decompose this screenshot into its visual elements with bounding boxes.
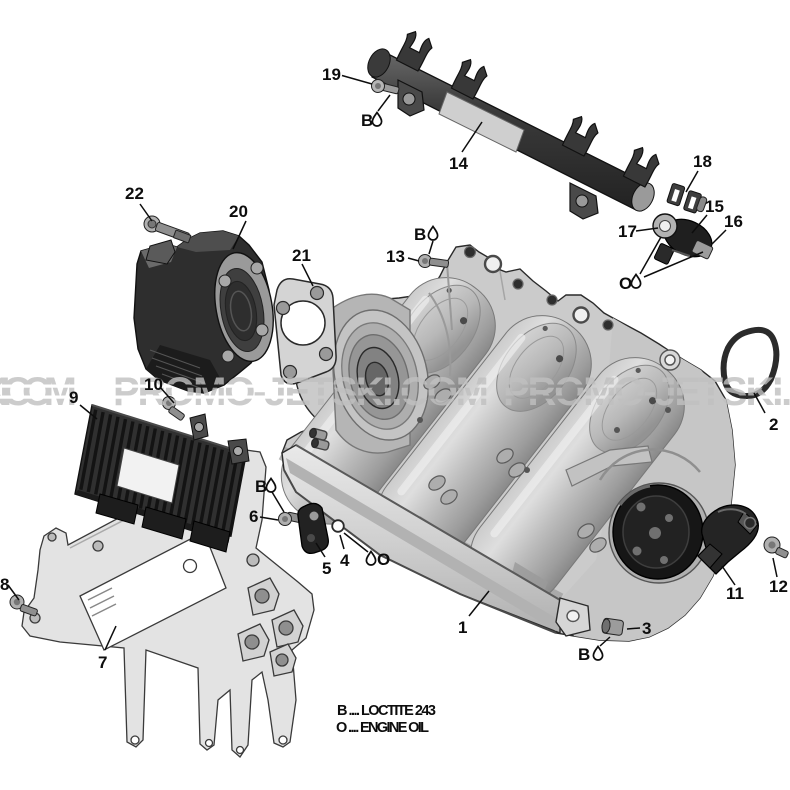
svg-text:12: 12 bbox=[769, 577, 788, 596]
svg-text:3: 3 bbox=[642, 619, 651, 638]
svg-text:B .... LOCTITE 243: B .... LOCTITE 243 bbox=[337, 703, 436, 719]
svg-text:5: 5 bbox=[322, 559, 331, 578]
svg-text:15: 15 bbox=[705, 197, 724, 216]
svg-text:B: B bbox=[414, 225, 426, 244]
svg-text:11: 11 bbox=[726, 584, 744, 603]
svg-text:PROMO-JETSKI.COM: PROMO-JETSKI.COM bbox=[503, 370, 790, 414]
svg-text:13: 13 bbox=[386, 247, 405, 266]
svg-text:9: 9 bbox=[69, 388, 78, 407]
svg-text:B: B bbox=[578, 645, 590, 664]
svg-text:14: 14 bbox=[449, 154, 468, 173]
svg-text:4: 4 bbox=[340, 551, 350, 570]
svg-text:19: 19 bbox=[322, 65, 341, 84]
svg-text:O .... ENGINE OIL: O .... ENGINE OIL bbox=[336, 720, 429, 736]
svg-text:18: 18 bbox=[693, 152, 712, 171]
svg-text:O: O bbox=[619, 274, 632, 293]
svg-text:8: 8 bbox=[0, 575, 9, 594]
svg-text:7: 7 bbox=[98, 653, 107, 672]
svg-text:O: O bbox=[377, 550, 390, 569]
svg-text:21: 21 bbox=[292, 246, 311, 265]
svg-text:B: B bbox=[361, 111, 373, 130]
svg-text:B: B bbox=[255, 477, 267, 496]
svg-text:10: 10 bbox=[144, 375, 163, 394]
svg-text:17: 17 bbox=[618, 222, 637, 241]
svg-text:1: 1 bbox=[458, 618, 467, 637]
svg-text:2: 2 bbox=[769, 415, 778, 434]
svg-text:20: 20 bbox=[229, 202, 248, 221]
svg-text:16: 16 bbox=[724, 212, 743, 231]
svg-text:6: 6 bbox=[249, 507, 258, 526]
svg-text:KI.COM: KI.COM bbox=[0, 370, 77, 414]
svg-text:22: 22 bbox=[125, 184, 144, 203]
svg-text:PROMO-JETSKI.COM: PROMO-JETSKI.COM bbox=[113, 370, 489, 414]
